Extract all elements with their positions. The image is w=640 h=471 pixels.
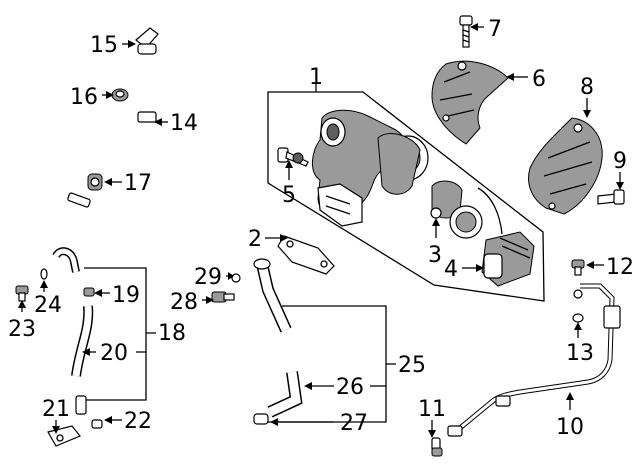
callout-10: 10 <box>556 415 584 440</box>
callout-29: 29 <box>194 265 222 290</box>
washer-16 <box>111 88 129 102</box>
callout-12: 12 <box>606 255 634 280</box>
callout-24: 24 <box>34 293 62 318</box>
callout-16: 16 <box>70 85 98 110</box>
oil-feed-line-14 <box>67 55 157 208</box>
bolt-17 <box>87 173 103 191</box>
callout-7: 7 <box>488 17 502 42</box>
bolt-9 <box>597 189 625 205</box>
bolt-7 <box>459 15 473 48</box>
bolt-12 <box>571 259 585 276</box>
callout-2: 2 <box>248 227 262 252</box>
washer-13 <box>572 313 584 323</box>
callout-21: 21 <box>42 397 70 422</box>
actuator-part-4 <box>477 187 535 287</box>
callout-8: 8 <box>580 75 594 100</box>
callout-17: 17 <box>124 171 152 196</box>
callout-11: 11 <box>418 397 446 422</box>
small-fittings <box>15 268 241 429</box>
callout-18: 18 <box>158 321 186 346</box>
turbo-assembly-outline <box>267 84 545 302</box>
fitting-15 <box>135 27 159 55</box>
turbocharger-part <box>312 109 429 227</box>
callout-4: 4 <box>444 257 458 282</box>
callout-19: 19 <box>112 283 140 308</box>
bolt-5 <box>277 147 309 167</box>
hose-part <box>47 247 94 447</box>
actuator-part-3 <box>430 180 483 239</box>
heat-shield-8 <box>528 117 603 215</box>
heat-shield-6 <box>431 60 509 145</box>
callout-3: 3 <box>428 243 442 268</box>
callout-25: 25 <box>398 353 426 378</box>
callout-15: 15 <box>90 33 118 58</box>
leaders <box>18 23 624 438</box>
bolt-11 <box>431 437 443 457</box>
gasket-2 <box>277 235 335 275</box>
oil-line-10 <box>447 283 621 437</box>
callout-20: 20 <box>100 341 128 366</box>
hose-group-25 <box>253 258 396 425</box>
callout-27: 27 <box>340 411 368 436</box>
callout-28: 28 <box>170 290 198 315</box>
callout-9: 9 <box>613 149 627 174</box>
callout-1: 1 <box>309 65 323 90</box>
callout-13: 13 <box>566 341 594 366</box>
callout-labels: 1 2 3 4 5 6 7 8 9 10 11 12 13 14 15 16 1… <box>8 17 634 440</box>
callout-5: 5 <box>282 183 296 208</box>
callout-26: 26 <box>336 375 364 400</box>
callout-23: 23 <box>8 317 36 342</box>
callout-22: 22 <box>124 409 152 434</box>
callout-6: 6 <box>532 67 546 92</box>
oil-return-group-18 <box>84 267 156 401</box>
callout-14: 14 <box>170 111 198 136</box>
